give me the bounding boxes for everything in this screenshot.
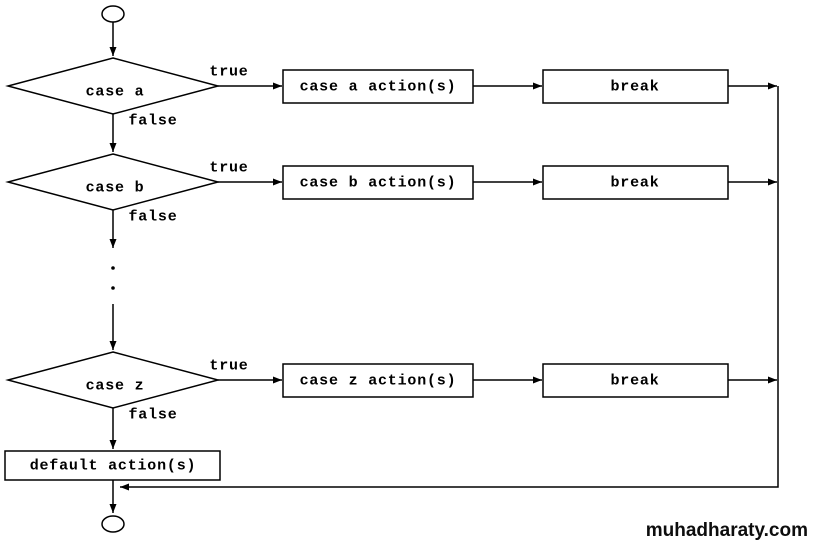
watermark: muhadharaty.com (646, 520, 808, 541)
ellipsis-dot (111, 286, 115, 290)
false-label-row-1: false (128, 209, 177, 226)
process-default-action-label: default action(s) (30, 458, 197, 475)
false-label-row-2: false (128, 407, 177, 424)
decision-case-b-label: case b (86, 180, 145, 197)
true-label-row-1: true (209, 160, 248, 177)
process-case-b-action (282, 165, 474, 200)
true-label-row-0: true (209, 64, 248, 81)
start-terminator (101, 5, 125, 23)
process-case-z-action (282, 363, 474, 398)
collector-line (120, 86, 779, 491)
false-label-row-0: false (128, 113, 177, 130)
true-label-row-2: true (209, 358, 248, 375)
process-break-2-label: break (610, 373, 659, 390)
decision-case-a-label: case a (86, 84, 145, 101)
process-case-z-action-label: case z action(s) (300, 373, 457, 390)
decision-case-z-label: case z (86, 378, 145, 395)
process-case-a-action (282, 69, 474, 104)
process-break-2 (542, 363, 729, 398)
process-break-1-label: break (610, 175, 659, 192)
process-break-0-label: break (610, 79, 659, 96)
ellipsis-dot (111, 266, 115, 270)
process-case-a-action-label: case a action(s) (300, 79, 457, 96)
process-case-b-action-label: case b action(s) (300, 175, 457, 192)
end-terminator (101, 515, 125, 533)
